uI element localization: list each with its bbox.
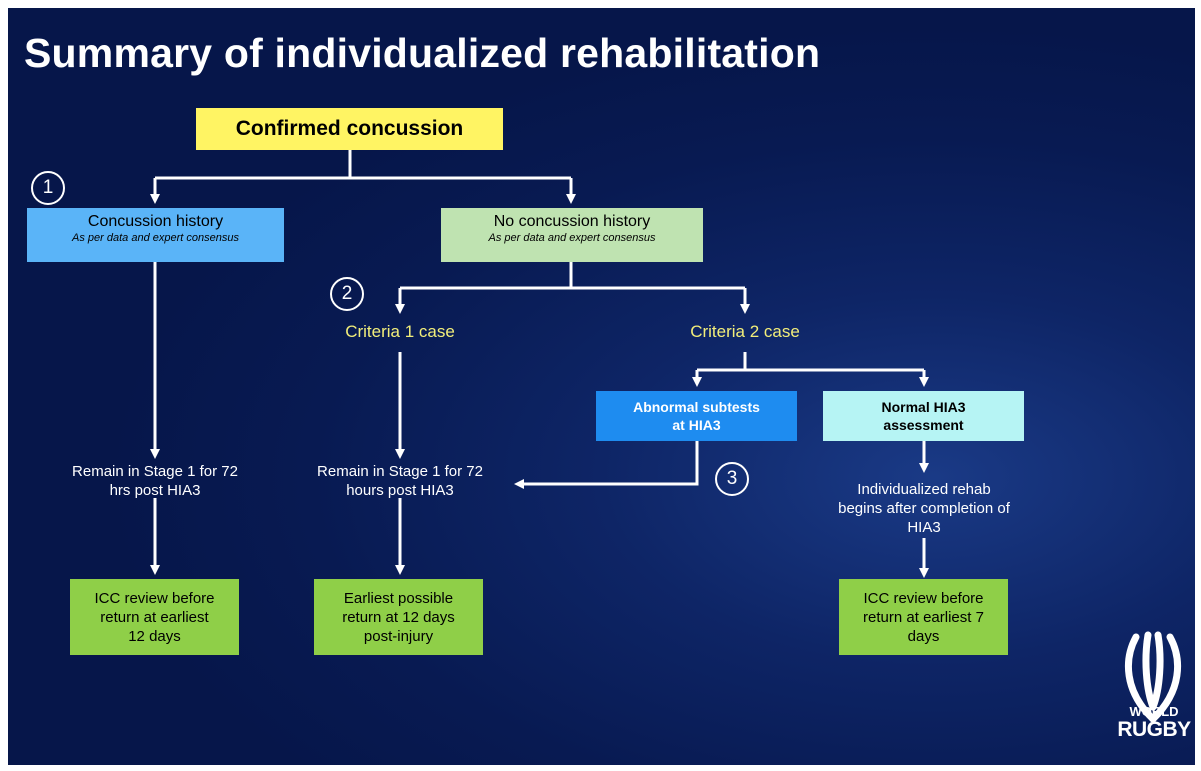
concussion-history-box: Concussion history As per data and exper… <box>27 208 284 262</box>
marker-1: 1 <box>31 171 65 205</box>
icc-review-7-box: ICC review before return at earliest 7 d… <box>839 579 1008 655</box>
no-concussion-history-subtitle: As per data and expert consensus <box>488 232 656 244</box>
remain-c1-line-1: Remain in Stage 1 for 72 <box>317 463 483 480</box>
rehab-line-3: HIA3 <box>907 519 941 536</box>
remain-c1-line-2: hours post HIA3 <box>346 482 454 499</box>
earliest12-line-1: Earliest possible <box>343 589 454 607</box>
remain-stage1-criteria1: Remain in Stage 1 for 72 hours post HIA3 <box>285 462 515 500</box>
rehab-line-1: Individualized rehab <box>857 481 991 498</box>
earliest12-line-2: return at 12 days <box>342 608 455 626</box>
abnormal-line-1: Abnormal subtests <box>633 399 760 415</box>
connector-criteria2-split <box>697 352 924 372</box>
world-rugby-logo-icon <box>1124 631 1182 723</box>
criteria-2-label: Criteria 2 case <box>690 322 800 341</box>
concussion-history-subtitle: As per data and expert consensus <box>72 232 239 244</box>
abnormal-subtests-box: Abnormal subtests at HIA3 <box>596 391 797 441</box>
criteria-1-label: Criteria 1 case <box>345 322 455 341</box>
rehab-begins-text: Individualized rehab begins after comple… <box>804 480 1044 537</box>
icc-review-12-box: ICC review before return at earliest 12 … <box>70 579 239 655</box>
abnormal-line-2: at HIA3 <box>672 417 721 433</box>
icc12-line-1: ICC review before <box>94 589 215 607</box>
remain-history-line-1: Remain in Stage 1 for 72 <box>72 463 238 480</box>
rehab-line-2: begins after completion of <box>838 500 1010 517</box>
marker-3: 3 <box>715 462 749 496</box>
confirmed-concussion-box: Confirmed concussion <box>196 108 503 150</box>
no-concussion-history-title: No concussion history <box>493 213 651 230</box>
normal-line-1: Normal HIA3 <box>881 399 966 415</box>
slide-title: Summary of individualized rehabilitation <box>24 30 821 76</box>
concussion-history-title: Concussion history <box>87 213 224 230</box>
remain-history-line-2: hrs post HIA3 <box>109 482 201 499</box>
remain-stage1-history: Remain in Stage 1 for 72 hrs post HIA3 <box>40 462 270 500</box>
icc7-line-1: ICC review before <box>863 589 984 607</box>
icc7-line-2: return at earliest 7 <box>863 608 984 626</box>
logo-word-rugby: RUGBY <box>1117 718 1191 741</box>
marker-2: 2 <box>330 277 364 311</box>
flow-connectors <box>150 150 929 578</box>
slide: Summary of individualized rehabilitation <box>8 8 1195 765</box>
confirmed-concussion-label: Confirmed concussion <box>235 117 464 140</box>
icc12-line-3: 12 days <box>128 627 181 645</box>
earliest12-line-3: post-injury <box>363 627 434 645</box>
normal-line-2: assessment <box>883 417 964 433</box>
logo-word-world: WORLD <box>1129 704 1179 719</box>
connector-confirmed-split <box>155 150 571 180</box>
icc12-line-2: return at earliest <box>100 608 209 626</box>
arrow-abnormal-to-remain <box>514 441 699 489</box>
connector-no-history-split <box>400 262 745 290</box>
earliest-return-12-box: Earliest possible return at 12 days post… <box>314 579 483 655</box>
icc7-line-3: days <box>907 627 940 645</box>
no-concussion-history-box: No concussion history As per data and ex… <box>441 208 703 262</box>
normal-hia3-box: Normal HIA3 assessment <box>823 391 1024 441</box>
